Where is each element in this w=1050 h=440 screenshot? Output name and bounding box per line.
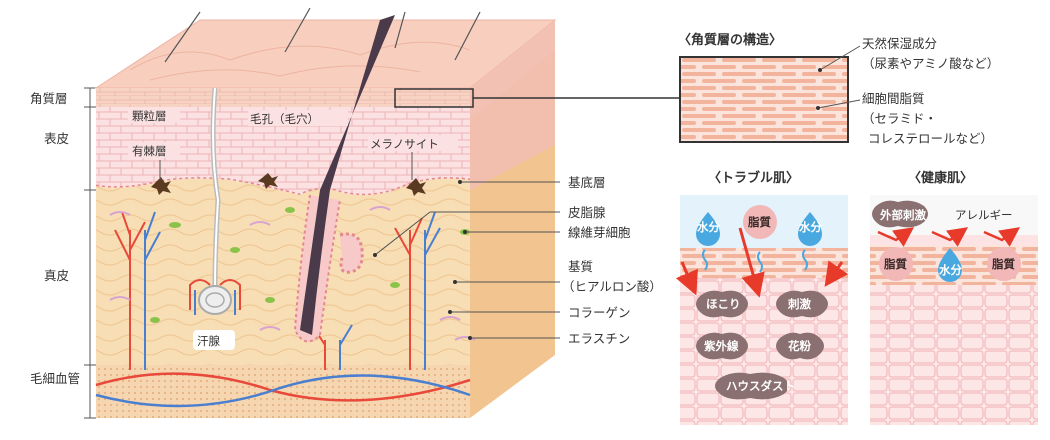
- label-hair-pore: 毛孔（毛穴）: [250, 112, 319, 126]
- right-pointer-lines: [374, 181, 560, 339]
- trouble-pollen: 花粉: [788, 339, 811, 353]
- surface-hairs: [164, 7, 481, 63]
- corneum-structure-title: 〈角質層の構造〉: [678, 32, 782, 48]
- trouble-skin-title: 〈トラブル肌〉: [708, 170, 799, 186]
- label-stratum-corneum: 角質層: [30, 91, 68, 106]
- trouble-sebum: 脂質: [747, 215, 771, 229]
- label-melanocyte: メラノサイト: [370, 137, 439, 151]
- skin-block: [94, 19, 557, 418]
- trouble-dust: ほこり: [706, 297, 741, 311]
- trouble-water-right: 水分: [799, 220, 822, 234]
- healthy-external-irritant: 外部刺激: [879, 208, 926, 222]
- trouble-house-dust: ハウスダスト: [726, 379, 795, 393]
- label-lipid: 細胞間脂質: [862, 91, 925, 106]
- melanocytes: [151, 173, 426, 196]
- label-sebaceous-gland: 皮脂腺: [568, 205, 606, 220]
- label-lipid-sub1: （セラミド・: [862, 111, 937, 126]
- label-sweat-gland: 汗腺: [197, 334, 220, 348]
- label-nmf: 天然保湿成分: [862, 36, 937, 51]
- trouble-irritant: 刺激: [787, 297, 811, 311]
- elastin-fibers: [109, 206, 476, 341]
- label-matrix: 基質: [568, 259, 593, 274]
- healthy-sebum-left: 脂質: [883, 257, 907, 271]
- healthy-skin-title: 〈健康肌〉: [908, 170, 973, 186]
- healthy-skin-panel: [870, 195, 1038, 425]
- label-nmf-sub: （尿素やアミノ酸など）: [862, 56, 999, 71]
- label-capillary: 毛細血管: [30, 371, 80, 386]
- healthy-allergy: アレルギー: [955, 208, 1013, 222]
- corneum-brick-box: [679, 56, 849, 143]
- label-fibroblast: 線維芽細胞: [568, 225, 631, 240]
- trouble-uv: 紫外線: [704, 339, 739, 353]
- label-elastin: エラスチン: [568, 331, 630, 346]
- label-matrix-sub: （ヒアルロン酸）: [562, 279, 662, 294]
- trouble-skin-panel: [675, 195, 849, 425]
- left-brackets: [84, 87, 96, 419]
- label-spinous-layer: 有棘層: [132, 144, 167, 158]
- healthy-water: 水分: [939, 263, 962, 277]
- label-lipid-sub2: コレステロールなど）: [868, 131, 993, 146]
- label-dermis: 真皮: [44, 268, 69, 283]
- trouble-water-left: 水分: [697, 220, 720, 234]
- label-granular-layer: 顆粒層: [132, 109, 167, 123]
- label-collagen: コラーゲン: [568, 305, 631, 320]
- healthy-sebum-right: 脂質: [991, 257, 1015, 271]
- label-epidermis: 表皮: [44, 131, 69, 146]
- hair-follicle: [293, 15, 395, 343]
- sweat-gland: [189, 87, 241, 350]
- label-basal-layer: 基底層: [568, 175, 606, 190]
